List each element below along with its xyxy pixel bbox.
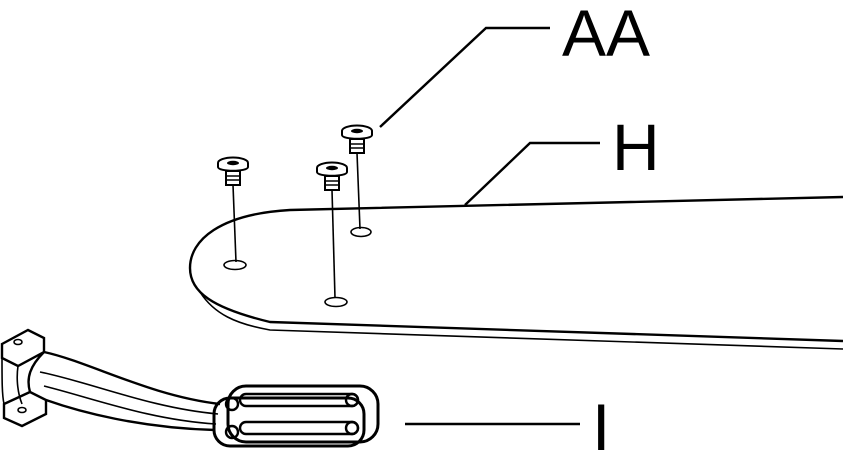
board-hole-top: [350, 226, 372, 238]
bracket-part: [0, 328, 380, 448]
board-panel: [188, 195, 843, 350]
leader-line-aa: [379, 26, 550, 128]
board-hole-left: [223, 259, 247, 271]
callout-label-i: I: [592, 390, 610, 456]
callout-label-h: H: [612, 110, 660, 184]
screw-middle: [316, 161, 348, 299]
leader-line-h: [464, 141, 600, 206]
callout-label-aa: AA: [562, 0, 650, 70]
screw-left: [217, 156, 249, 263]
board-hole-bottom: [324, 296, 348, 308]
screw-right: [341, 124, 373, 230]
